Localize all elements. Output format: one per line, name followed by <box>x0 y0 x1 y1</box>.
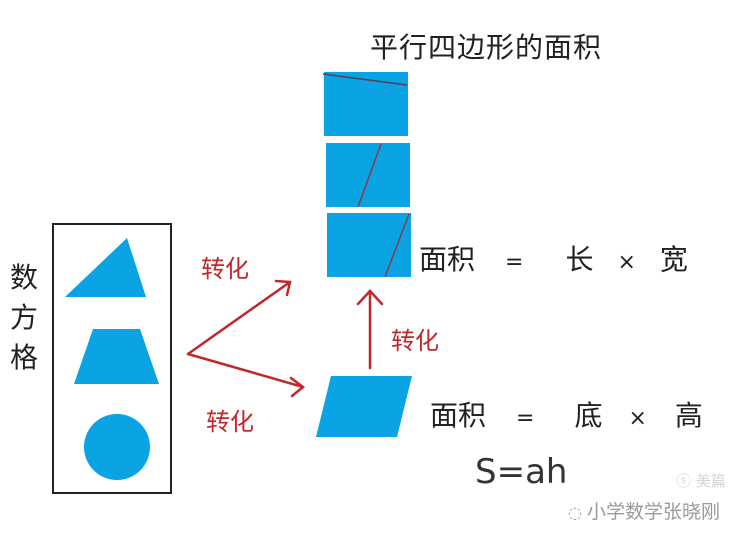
rectangle-step-3 <box>327 213 411 277</box>
arrow-icon <box>186 279 384 398</box>
meipian-logo-icon: ⓢ <box>676 472 696 490</box>
account-watermark: ◌ 小学数学张晓刚 <box>568 501 721 523</box>
side-label-char: 数 <box>9 261 38 294</box>
shapes-box <box>52 223 172 494</box>
transform-label-lower: 转化 <box>206 408 254 436</box>
page-title: 平行四边形的面积 <box>370 31 603 64</box>
side-label-char: 格 <box>9 341 38 374</box>
cut-line-icon <box>384 213 410 278</box>
circle-shape <box>84 414 150 480</box>
side-label-char: 方 <box>9 301 38 334</box>
rectangle-formula: 面积 = 长 × 宽 <box>419 238 688 278</box>
formula-eq: = <box>516 406 535 431</box>
formula-base: 底 <box>574 399 603 432</box>
grid-counting-label: 数 方 格 <box>6 258 42 378</box>
cut-line-icon <box>322 73 408 86</box>
trapezoid-shape <box>74 329 159 384</box>
symbolic-formula: S=ah <box>475 452 568 492</box>
formula-length: 长 <box>565 243 594 276</box>
formula-times: × <box>628 406 647 431</box>
formula-lhs: 面积 <box>419 243 476 276</box>
triangle-shape <box>65 238 146 297</box>
meipian-watermark: ⓢ 美篇 <box>676 472 726 490</box>
formula-height: 高 <box>674 399 703 432</box>
formula-width: 宽 <box>659 243 688 276</box>
transform-label-upper: 转化 <box>201 255 249 283</box>
formula-lhs: 面积 <box>430 399 487 432</box>
formula-eq: = <box>505 250 524 275</box>
wechat-icon: ◌ <box>568 503 588 522</box>
cut-line-icon <box>357 143 382 208</box>
parallelogram-shape <box>316 376 412 437</box>
formula-times: × <box>617 250 636 275</box>
parallelogram-formula: 面积 = 底 × 高 <box>430 394 703 434</box>
transform-label-vertical: 转化 <box>391 327 439 355</box>
rectangle-step-1 <box>324 72 408 136</box>
rectangle-step-2 <box>326 143 410 207</box>
